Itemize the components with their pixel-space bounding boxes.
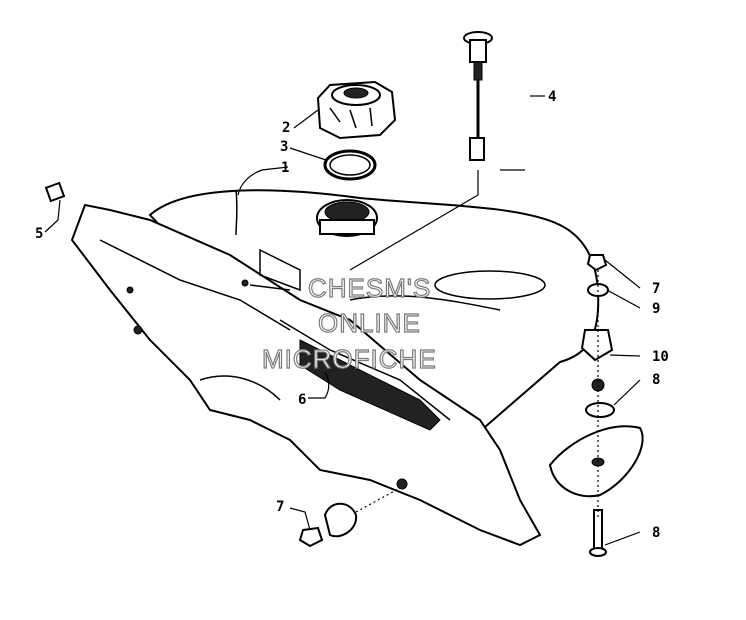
bracket-left [44, 181, 66, 203]
fuel-gauge-sender [349, 31, 525, 271]
callout-10: 10 [652, 349, 669, 365]
callout-labels: 1 2 3 4 5 6 7 7 8 8 9 10 [35, 89, 669, 541]
callout-leaders [44, 95, 641, 546]
callout-2: 2 [282, 120, 290, 136]
hardware-stack-right [548, 254, 644, 557]
hardware-bottom-left [298, 478, 408, 548]
callout-3: 3 [280, 139, 288, 155]
fuel-cap [316, 80, 397, 140]
callout-9: 9 [652, 301, 660, 317]
callout-7-right: 7 [652, 281, 660, 297]
watermark-line2: ONLINE [318, 308, 421, 338]
watermark: CHESM'S ONLINE MICROFICHE [261, 272, 437, 374]
callout-8-right: 8 [652, 372, 660, 388]
filler-neck [316, 199, 378, 237]
frame-shroud [70, 203, 542, 547]
callout-7-bottom: 7 [276, 499, 284, 515]
callout-1: 1 [281, 160, 289, 176]
cap-gasket [323, 149, 377, 181]
watermark-line1: CHESM'S [308, 273, 431, 303]
callout-5: 5 [35, 226, 43, 242]
callout-6: 6 [298, 392, 306, 408]
callout-4: 4 [548, 89, 556, 105]
watermark-line3: MICROFICHE [262, 344, 437, 374]
callout-8-bottom: 8 [652, 525, 660, 541]
